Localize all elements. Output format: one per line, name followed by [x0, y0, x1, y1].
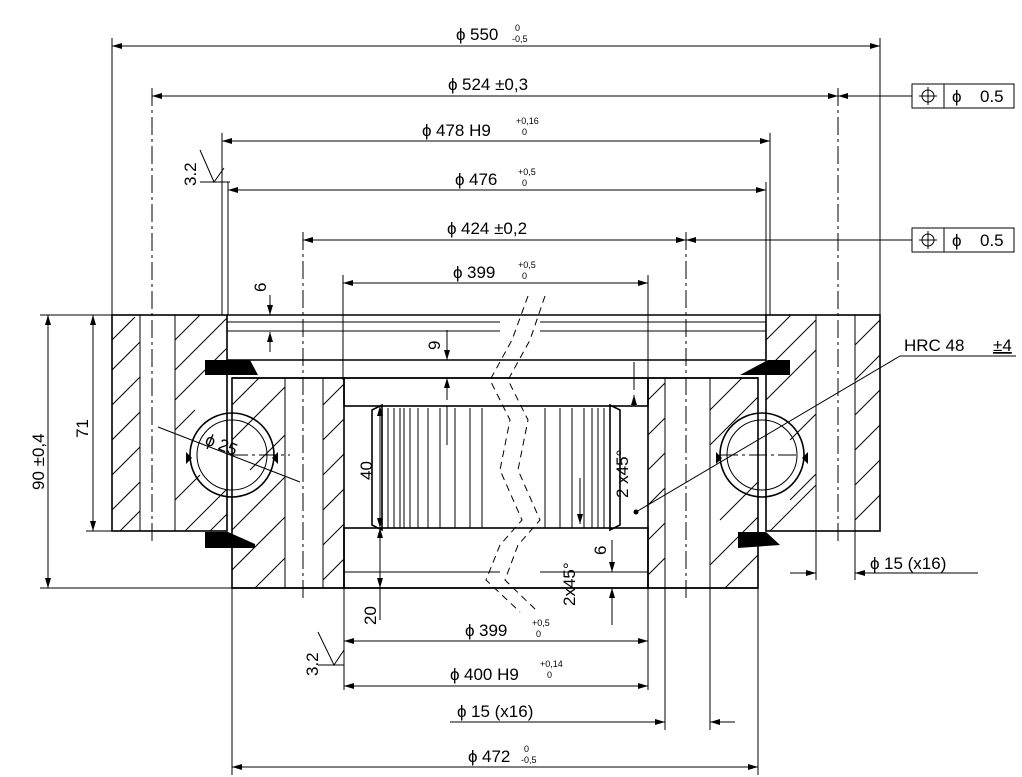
dim-phi476-main: 476	[469, 170, 497, 189]
chamfer-bottom-value: 2x45°	[560, 562, 579, 606]
dim-phi399-top-upper: +0,5	[518, 260, 536, 270]
dim-phi399-bottom-upper: +0,5	[532, 618, 550, 628]
dim-ball-diameter: ϕ 25	[157, 426, 301, 483]
ball-left	[186, 412, 278, 498]
dim-height-9: 9	[425, 330, 450, 445]
dim-20-value: 20	[361, 606, 380, 625]
dim-chamfer-bottom: 2x45°	[560, 478, 583, 606]
hardness-label: HRC 48	[904, 336, 964, 355]
surface-roughness-bottom: 3.2	[303, 631, 345, 676]
phi-symbol: ϕ	[870, 554, 880, 573]
dim-phi550-upper: 0	[515, 23, 520, 33]
dim-phi399-top-lower: 0	[522, 271, 527, 281]
dim-71-value: 71	[73, 419, 92, 438]
dim-phi478-main: 478 H9	[436, 121, 491, 140]
outer-ring-right	[765, 314, 881, 532]
dim-height-6-bottom: 6	[591, 540, 615, 625]
dim-phi399-top-main: 399	[467, 263, 495, 282]
outer-ring-left	[111, 314, 228, 532]
inner-ring-left	[231, 377, 345, 589]
dim-phi400-upper: +0,14	[540, 659, 563, 669]
tolerance-diameter-1: ϕ	[952, 87, 962, 106]
dim-phi550-main: 550	[470, 25, 498, 44]
tolerance-frame-1: ϕ 0.5	[911, 83, 1015, 109]
dim-phi399-top: ϕ 399 +0,5 0	[342, 260, 649, 380]
surface-bottom-value: 3.2	[303, 652, 322, 676]
phi-symbol: ϕ	[450, 665, 460, 684]
dim-90-value: 90 ±0,4	[29, 433, 48, 490]
tolerance-frame-2: ϕ 0.5	[911, 227, 1015, 253]
dim-phi478-upper: +0,16	[516, 116, 539, 126]
dim-phi424-main: 424 ±0,2	[461, 219, 527, 238]
phi-symbol: ϕ	[448, 75, 458, 94]
ball-right	[716, 412, 808, 498]
tolerance-value-2: 0.5	[980, 231, 1004, 250]
dim-ball-value: 25	[216, 435, 241, 460]
phi-symbol: ϕ	[465, 621, 475, 640]
dim-phi524-main: 524 ±0,3	[462, 75, 528, 94]
dim-hole-bottom: ϕ 15 (x16)	[450, 588, 735, 730]
phi-symbol: ϕ	[447, 219, 457, 238]
dim-6-top-value: 6	[251, 283, 270, 292]
dim-phi478-lower: 0	[522, 127, 527, 137]
dim-phi400-main: 400 H9	[464, 665, 519, 684]
dim-phi399-bottom: ϕ 399 +0,5 0	[343, 588, 649, 690]
tolerance-diameter-2: ϕ	[952, 231, 962, 250]
dim-phi472: ϕ 472 0 -0,5	[231, 588, 759, 775]
dim-hole-right-value: 15 (x16)	[884, 554, 946, 573]
dim-phi472-upper: 0	[524, 744, 529, 754]
dim-phi550-lower: -0,5	[512, 34, 528, 44]
dim-hole-right: ϕ 15 (x16)	[790, 531, 978, 580]
dim-phi472-lower: -0,5	[521, 755, 537, 765]
dim-phi424: ϕ 424 ±0,2	[303, 219, 912, 243]
dim-height-71: 71	[73, 315, 112, 532]
outer-ring-bore-lines	[227, 314, 766, 361]
dim-hole-bottom-value: 15 (x16)	[471, 702, 533, 721]
hardness-tolerance: ±4	[993, 336, 1012, 355]
phi-symbol: ϕ	[455, 170, 465, 189]
dim-phi400-lower: 0	[547, 670, 552, 680]
phi-symbol: ϕ	[422, 121, 432, 140]
phi-symbol: ϕ	[457, 702, 467, 721]
phi-symbol: ϕ	[453, 263, 463, 282]
dim-phi399-bottom-main: 399	[479, 621, 507, 640]
seals	[205, 360, 790, 548]
dim-phi476: ϕ 476 +0,5 0	[227, 167, 767, 315]
dim-40-value: 40	[357, 461, 376, 480]
dim-height-6-top: 6	[251, 283, 273, 352]
dim-phi524: ϕ 524 ±0,3	[152, 75, 912, 99]
dim-height-20: 20	[361, 528, 383, 625]
dim-phi550: ϕ 550 0 -0,5	[111, 23, 881, 315]
phi-symbol: ϕ	[456, 25, 466, 44]
dim-6-bottom-value: 6	[591, 546, 610, 555]
hrc-callout: HRC 48 ±4	[633, 336, 1016, 515]
phi-symbol: ϕ	[468, 747, 478, 766]
surface-roughness-top: 3.2	[181, 149, 230, 186]
dim-phi399-bottom-lower: 0	[536, 629, 541, 639]
dim-9-value: 9	[425, 341, 444, 350]
break-lines	[485, 295, 546, 613]
surface-top-value: 3.2	[181, 162, 200, 186]
dim-phi472-main: 472	[482, 747, 510, 766]
center-lines	[151, 88, 839, 600]
dim-height-90: 90 ±0,4	[29, 314, 232, 589]
gear-teeth	[371, 403, 621, 532]
tolerance-value-1: 0.5	[980, 87, 1004, 106]
dim-phi476-lower: 0	[522, 178, 527, 188]
dim-height-40: 40	[357, 406, 383, 528]
dim-phi400: ϕ 400 H9 +0,14 0	[344, 659, 648, 689]
chamfer-right-value: 2 x45°	[613, 450, 632, 498]
dim-phi478: ϕ 478 H9 +0,16 0	[221, 116, 771, 315]
dim-chamfer-right: 2 x45°	[613, 362, 637, 498]
dim-phi476-upper: +0,5	[518, 167, 536, 177]
